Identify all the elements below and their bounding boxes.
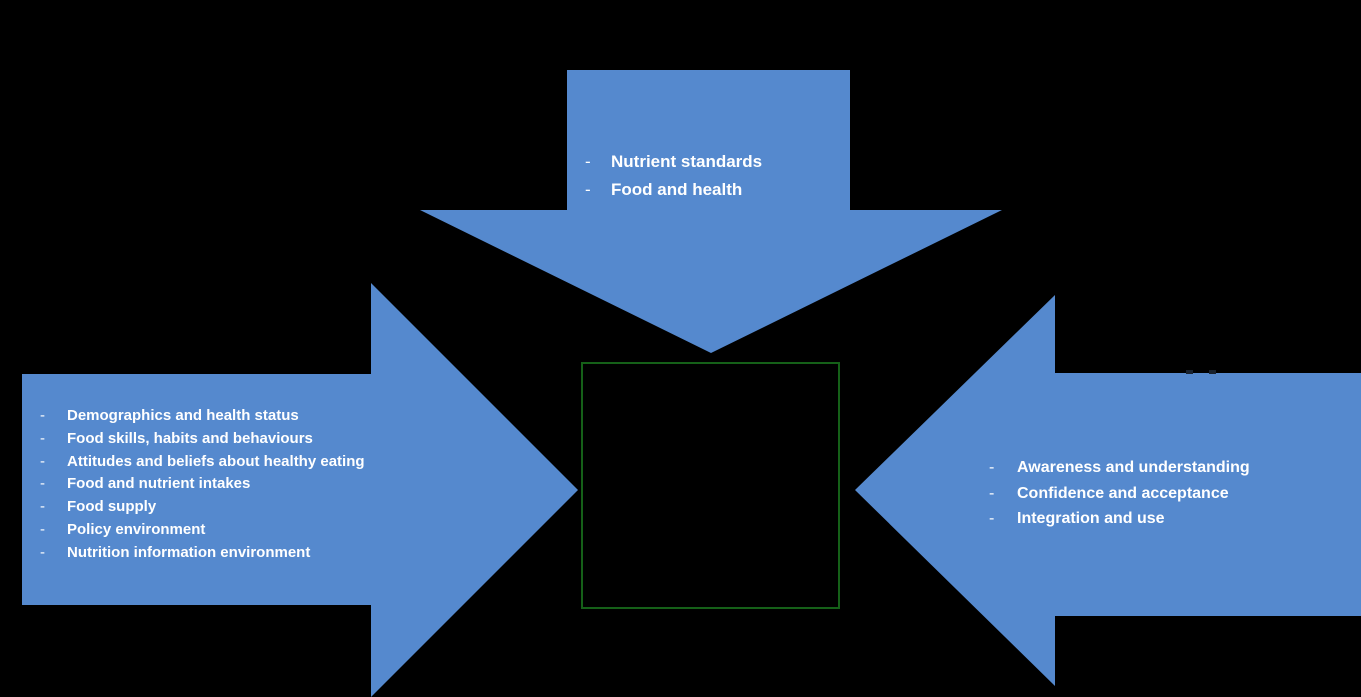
bullet-dash: - [40,543,45,561]
bullet-dash: - [40,452,45,470]
text-descender-artifact [1209,370,1216,374]
list-item: - Attitudes and beliefs about healthy eat… [40,451,365,474]
bullet-dash: - [40,475,45,493]
list-item-text: Nutrient standards [611,152,763,171]
list-item: - Nutrient standards [585,148,762,176]
list-item-text: Nutrition information environment [67,543,311,561]
bullet-dash: - [585,180,591,199]
bullet-dash: - [40,520,45,538]
list-item-text: Food supply [67,498,157,516]
list-item: - Policy environment [40,519,365,542]
top-down-arrow-shape [420,70,1002,353]
left-right-arrow-shape [22,283,578,697]
right-left-arrow-shape [855,295,1361,686]
bullet-dash: - [989,510,995,527]
list-item: - Demographics and health status [40,405,365,428]
list-item-text: Confidence and acceptance [1017,484,1229,502]
list-item-text: Integration and use [1017,510,1165,527]
list-item-text: Policy environment [67,520,206,538]
list-item-text: Food and health [611,180,743,199]
top-arrow-list: - Nutrient standards - Food and health [585,148,762,204]
list-item: - Food supply [40,496,365,519]
list-item: - Awareness and understanding [989,455,1250,481]
list-item-text: Awareness and understanding [1017,459,1250,476]
list-item-text: Attitudes and beliefs about healthy eati… [67,452,365,470]
list-item: - Food and nutrient intakes [40,473,365,496]
list-item: - Food skills, habits and behaviours [40,428,365,451]
center-box [581,362,840,609]
text-descender-artifact [1186,370,1193,374]
list-item-text: Food and nutrient intakes [67,475,251,493]
bullet-dash: - [40,498,45,516]
bullet-dash: - [40,407,45,424]
list-item: - Food and health [585,176,762,204]
right-arrow-list: - Awareness and understanding - Confidence … [989,455,1250,532]
bullet-dash: - [989,484,995,502]
list-item: - Confidence and acceptance [989,481,1250,507]
list-item: - Integration and use [989,506,1250,532]
bullet-dash: - [585,152,591,171]
bullet-dash: - [40,429,45,447]
left-arrow-list: - Demographics and health status - Food ski… [40,405,365,565]
list-item-text: Food skills, habits and behaviours [67,429,313,447]
list-item: - Nutrition information environment [40,542,365,565]
bullet-dash: - [989,459,995,476]
list-item-text: Demographics and health status [67,407,299,424]
